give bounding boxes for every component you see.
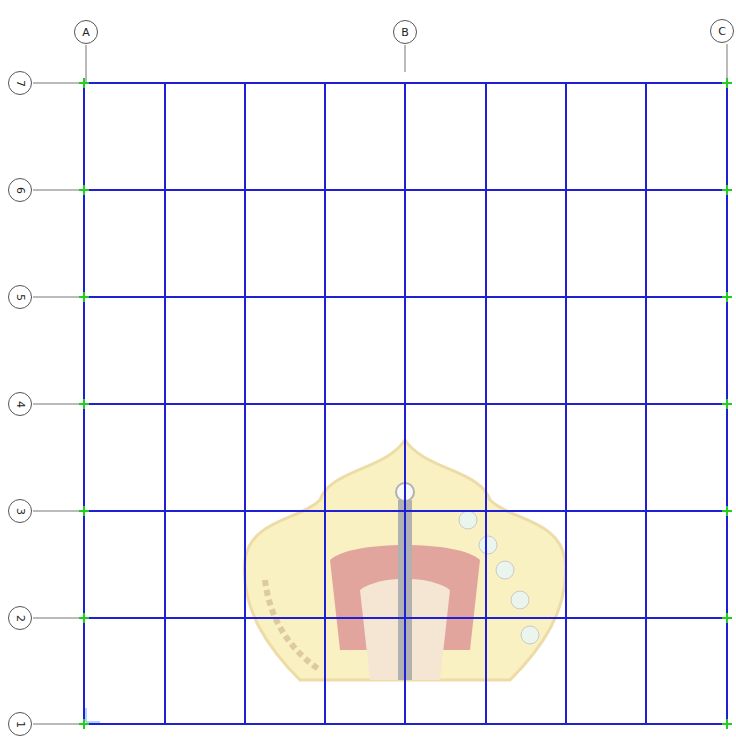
grid-column-bubble: C: [710, 19, 734, 43]
grid-row-bubble: 3: [8, 499, 32, 523]
grid-label: 6: [15, 187, 26, 194]
grid-label: C: [718, 26, 726, 37]
grid-lines: [84, 83, 727, 724]
grid-label: B: [401, 27, 409, 38]
axis-marker: [86, 708, 100, 722]
grid-label: A: [82, 27, 90, 38]
grid-label: 5: [15, 294, 26, 301]
grid-label: 4: [15, 401, 26, 408]
grid-label: 1: [15, 721, 26, 728]
grid-label: 3: [15, 508, 26, 515]
grid-column-bubble: B: [393, 20, 417, 44]
grid-row-bubble: 1: [8, 712, 32, 736]
grid-column-bubble: A: [74, 20, 98, 44]
grid-label: 2: [15, 615, 26, 622]
grid-label: 7: [15, 80, 26, 87]
grid-row-bubble: 7: [8, 71, 32, 95]
grid-row-bubble: 6: [8, 178, 32, 202]
grid-row-bubble: 4: [8, 392, 32, 416]
bubble-leaders: [33, 44, 727, 724]
grid-joint-markers: [79, 78, 732, 729]
grid-row-bubble: 2: [8, 606, 32, 630]
grid-row-bubble: 5: [8, 285, 32, 309]
